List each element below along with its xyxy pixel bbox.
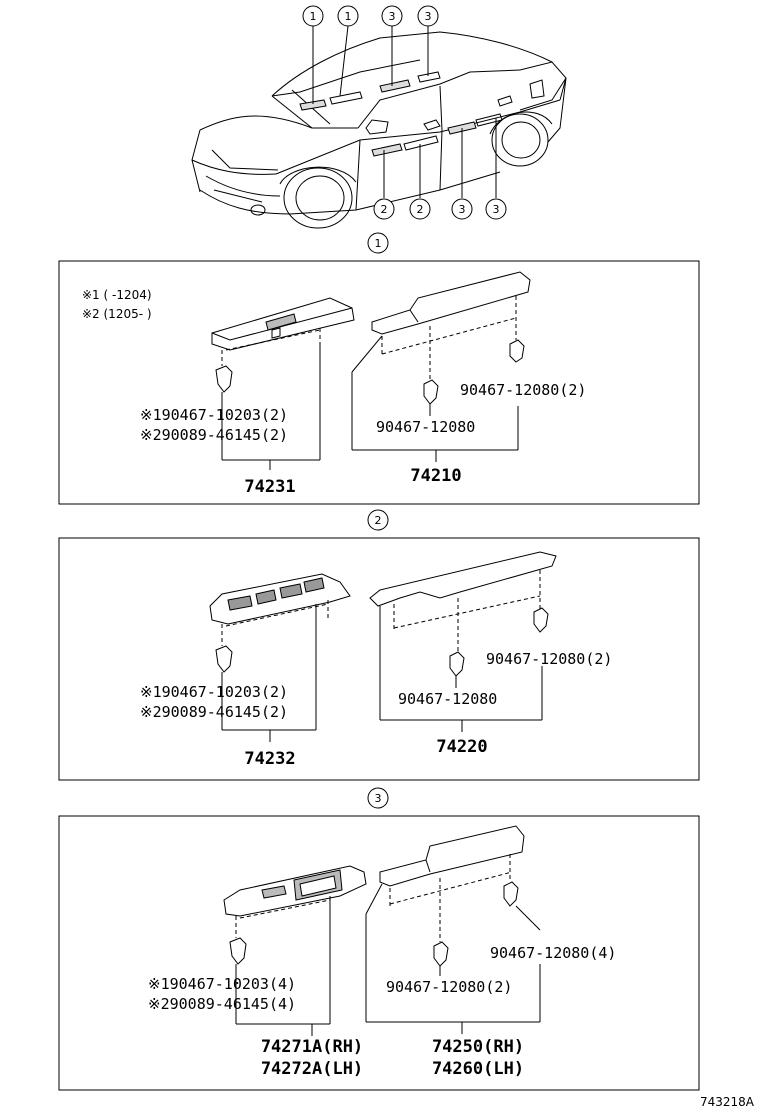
callout-bottom-4: 3 [493, 203, 500, 216]
clip-icon [503, 881, 519, 907]
section-3-left-part-1: ※190467-10203(4) [148, 975, 296, 993]
bottom-callouts: 2 2 3 3 [373, 118, 507, 220]
section-1-left-part-1: ※190467-10203(2) [140, 406, 288, 424]
figure-reference: 743218A [700, 1095, 755, 1109]
section-1: 1 ※1 ( -1204) ※2 (1205- ) ※190467-10203(… [58, 232, 700, 505]
section-2-left-assembly: 74232 [244, 749, 295, 769]
section-3-right-assembly-lh: 74260(LH) [432, 1059, 524, 1079]
section-2-right-assembly: 74220 [436, 737, 487, 757]
callout-bottom-2: 2 [417, 203, 424, 216]
section-1-frame [58, 260, 700, 505]
clip-icon [229, 937, 247, 965]
section-3-number: 3 [375, 792, 382, 805]
section-2-right-part-b: 90467-12080 [398, 690, 497, 708]
section-1-right-part-a: 90467-12080(2) [460, 381, 586, 399]
clip-icon [533, 607, 549, 633]
section-2-number: 2 [375, 514, 382, 527]
section-2-left-part-1: ※190467-10203(2) [140, 683, 288, 701]
section-2-frame [58, 537, 700, 781]
garnish-panel-shape [369, 551, 557, 607]
callout-bottom-3: 3 [459, 203, 466, 216]
section-1-note-2: ※2 (1205- ) [82, 307, 152, 321]
clip-icon [215, 645, 233, 673]
section-1-left-part-2: ※290089-46145(2) [140, 426, 288, 444]
clip-icon [215, 365, 233, 393]
section-1-right-part-b: 90467-12080 [376, 418, 475, 436]
section-3-right-part-a: 90467-12080(4) [490, 944, 616, 962]
section-1-number: 1 [375, 237, 382, 250]
section-2-right-part-a: 90467-12080(2) [486, 650, 612, 668]
callout-top-2: 1 [345, 10, 352, 23]
clip-icon [509, 339, 525, 363]
clip-icon [433, 941, 449, 967]
garnish-panel-shape [371, 271, 531, 335]
section-1-left-assembly: 74231 [244, 477, 295, 497]
section-3-left-part-2: ※290089-46145(4) [148, 995, 296, 1013]
callout-top-3: 3 [389, 10, 396, 23]
callout-top-4: 3 [425, 10, 432, 23]
section-1-right-assembly: 74210 [410, 466, 461, 486]
section-3-right-part-b: 90467-12080(2) [386, 978, 512, 996]
section-3-left-assembly-rh: 74271A(RH) [261, 1037, 363, 1057]
callout-bottom-1: 2 [381, 203, 388, 216]
section-3-frame [58, 815, 700, 1091]
section-2: 2 ※190467-10203(2) ※290089-46145(2) 7423… [58, 509, 700, 781]
section-1-note-1: ※1 ( -1204) [82, 288, 152, 302]
car-illustration [191, 31, 567, 229]
section-3-right-assembly-rh: 74250(RH) [432, 1037, 524, 1057]
section-3: 3 ※190467-10203(4) ※290089-46145(4) 7427… [58, 787, 700, 1091]
section-3-left-assembly-lh: 74272A(LH) [261, 1059, 363, 1079]
section-2-left-part-2: ※290089-46145(2) [140, 703, 288, 721]
garnish-panel-shape [379, 825, 525, 887]
clip-icon [423, 379, 439, 405]
callout-top-1: 1 [310, 10, 317, 23]
clip-icon [449, 651, 465, 677]
top-callouts: 1 1 3 3 [302, 5, 439, 104]
